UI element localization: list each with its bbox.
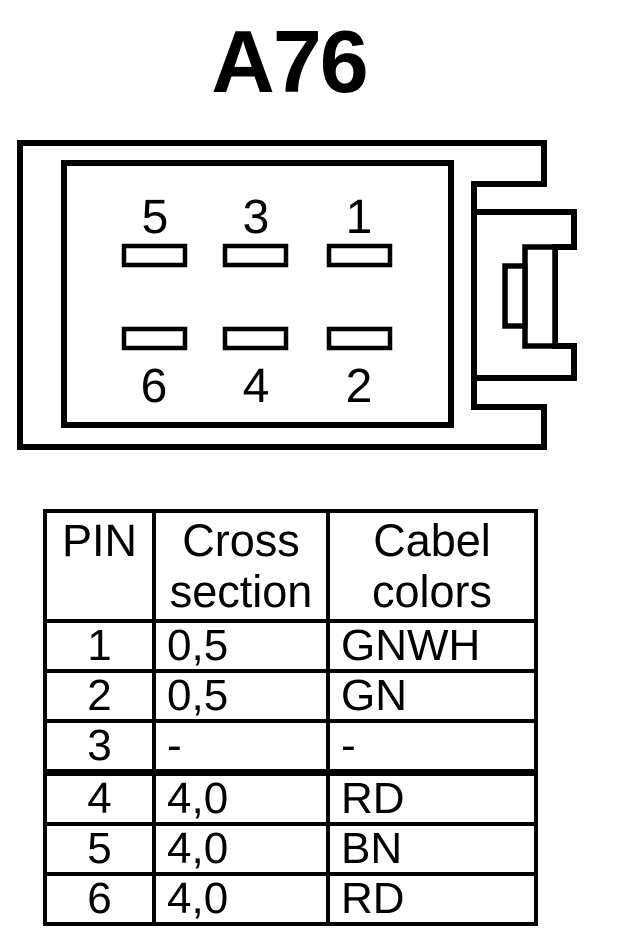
- pin-slot-5: [121, 243, 188, 268]
- cell-cable-color: BN: [326, 822, 538, 876]
- table-row: 2 0,5 GN: [43, 669, 538, 723]
- page-title: A76: [211, 12, 366, 111]
- pin-label-3: 3: [243, 191, 270, 244]
- cell-pin: 6: [43, 872, 156, 926]
- connector-diagram: A76 5 3 1 6 4 2: [17, 12, 577, 450]
- keying-bump: [502, 263, 528, 329]
- cell-pin: 5: [43, 822, 156, 876]
- table-row: 3 - -: [43, 719, 538, 775]
- cell-pin: 1: [43, 619, 156, 673]
- cell-pin: 4: [43, 769, 156, 826]
- pin-slot-2: [326, 326, 393, 351]
- cell-cross-section: 0,5: [152, 619, 330, 673]
- table-row: 6 4,0 RD: [43, 872, 538, 926]
- pin-slot-4: [222, 326, 289, 351]
- cell-cross-section: -: [152, 719, 330, 775]
- cell-cross-section: 4,0: [152, 769, 330, 826]
- keying-tab: [522, 244, 558, 349]
- pin-label-2: 2: [346, 360, 373, 413]
- cell-cable-color: -: [326, 719, 538, 775]
- cell-pin: 3: [43, 719, 156, 775]
- table-row: 1 0,5 GNWH: [43, 619, 538, 673]
- pin-slot-3: [222, 243, 289, 268]
- cell-pin: 2: [43, 669, 156, 723]
- table-header-row: PIN Cross section Cabel colors: [43, 509, 538, 623]
- pin-label-5: 5: [142, 191, 169, 244]
- pin-slot-1: [326, 243, 393, 268]
- cell-cross-section: 0,5: [152, 669, 330, 723]
- cell-cable-color: GNWH: [326, 619, 538, 673]
- cell-cable-color: RD: [326, 769, 538, 826]
- table-row: 5 4,0 BN: [43, 822, 538, 876]
- cell-cable-color: RD: [326, 872, 538, 926]
- col-header-pin: PIN: [43, 509, 156, 623]
- col-header-cross-section: Cross section: [152, 509, 330, 623]
- pin-label-6: 6: [141, 360, 168, 413]
- table-row: 4 4,0 RD: [43, 769, 538, 826]
- pin-field-outline: [61, 160, 454, 428]
- cell-cable-color: GN: [326, 669, 538, 723]
- cell-cross-section: 4,0: [152, 872, 330, 926]
- col-header-cabel-colors: Cabel colors: [326, 509, 538, 623]
- pin-label-4: 4: [243, 360, 270, 413]
- pin-label-1: 1: [346, 191, 373, 244]
- pin-slot-6: [121, 326, 188, 351]
- pin-table: PIN Cross section Cabel colors 1 0,5 GNW…: [43, 509, 538, 926]
- cell-cross-section: 4,0: [152, 822, 330, 876]
